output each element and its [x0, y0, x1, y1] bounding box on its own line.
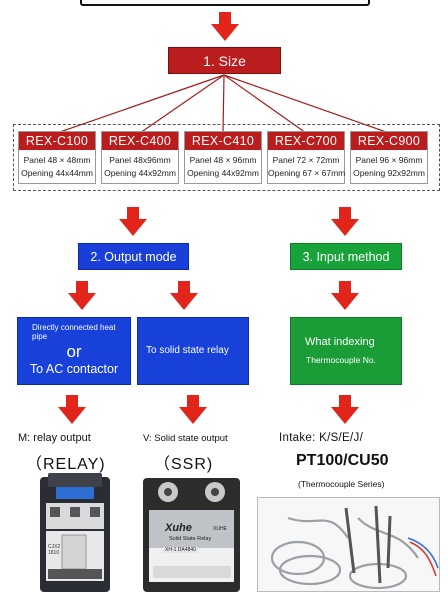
indexing-option-line2: Thermocouple No. — [306, 355, 376, 365]
arrow-to-indexing-shaft — [339, 281, 351, 294]
input-note: (Thermocouple Series) — [298, 479, 385, 489]
model-card-c100: REX-C100 Panel 48 × 48mm Opening 44x44mm — [18, 131, 96, 184]
arrow-to-output-shaft — [127, 207, 139, 220]
model-panel-size: Panel 48 × 48mm — [23, 155, 91, 165]
model-name: REX-C410 — [185, 132, 261, 150]
arrow-top-shaft — [219, 12, 231, 25]
ssr-photo-model: XH-1 DA4840 — [163, 547, 198, 553]
model-opening-size: Opening 92x92mm — [353, 168, 425, 178]
ssr-output-title: （SSR) — [154, 456, 214, 473]
model-name: REX-C700 — [268, 132, 344, 150]
connector-c410 — [222, 74, 225, 134]
relay-option-or: or — [66, 342, 82, 361]
model-panel-size: Panel 48 × 96mm — [189, 155, 257, 165]
connector-c700 — [223, 74, 307, 134]
step-input-method-box: 3. Input method — [290, 243, 402, 270]
input-caption: Intake: K/S/E/J/ — [279, 432, 364, 444]
ssr-photo: Xuhe XUHE Solid State Relay XH-1 DA4840 — [143, 478, 240, 592]
ssr-output-caption: V: Solid state output — [143, 433, 228, 444]
input-title: PT100/CU50 — [296, 452, 389, 469]
ssr-photo-type: Solid State Relay — [169, 536, 212, 542]
arrow-input-caption-head — [331, 407, 359, 424]
connector-c400 — [139, 74, 225, 134]
arrow-to-input-head — [331, 219, 359, 236]
step-output-mode-box: 2. Output mode — [78, 243, 189, 270]
arrow-to-output-head — [119, 219, 147, 236]
arrow-to-ssr-shaft — [178, 281, 190, 294]
arrow-relay-caption-shaft — [66, 395, 78, 408]
relay-output-title: （RELAY) — [26, 456, 106, 473]
arrow-input-caption-shaft — [339, 395, 351, 408]
model-opening-size: Opening 44x92mm — [187, 168, 259, 178]
model-opening-size: Opening 44x92mm — [104, 168, 176, 178]
connector-c900 — [223, 74, 390, 134]
arrow-to-relay-head — [68, 293, 96, 310]
models-container — [13, 124, 440, 191]
model-name: REX-C400 — [102, 132, 178, 150]
relay-option-line1: Directly connected heat pipe — [32, 323, 116, 341]
top-header-box — [80, 0, 370, 6]
arrow-to-ssr-head — [170, 293, 198, 310]
relay-photo-brand: CJX2 — [48, 544, 61, 550]
step-size-box: 1. Size — [168, 47, 281, 74]
arrow-ssr-caption-shaft — [187, 395, 199, 408]
ssr-option-text: To solid state relay — [146, 345, 229, 356]
connector-c100 — [56, 74, 225, 134]
size-connector-lines — [56, 74, 390, 134]
ssr-photo-brand: Xuhe — [165, 522, 192, 534]
ssr-photo-logo: XUHE — [213, 526, 227, 532]
arrow-relay-caption-head — [58, 407, 86, 424]
arrow-to-relay-shaft — [76, 281, 88, 294]
ssr-option-box: To solid state relay — [137, 317, 249, 385]
arrow-to-indexing-head — [331, 293, 359, 310]
indexing-option-line1: What indexing — [305, 336, 375, 348]
model-opening-size: Opening 44x44mm — [21, 168, 93, 178]
model-opening-size: Opening 67 × 67mm — [268, 168, 346, 178]
indexing-option-box: What indexing Thermocouple No. — [290, 317, 402, 385]
model-panel-size: Panel 72 × 72mm — [272, 155, 340, 165]
model-card-c900: REX-C900 Panel 96 × 96mm Opening 92x92mm — [350, 131, 428, 184]
relay-contactor-photo: CJX2 1810 — [34, 473, 116, 592]
relay-option-box: Directly connected heat pipe or To AC co… — [17, 317, 131, 385]
model-name: REX-C100 — [19, 132, 95, 150]
relay-photo-model: 1810 — [48, 550, 60, 556]
model-panel-size: Panel 96 × 96mm — [355, 155, 423, 165]
arrow-to-input-shaft — [339, 207, 351, 220]
arrow-ssr-caption-head — [179, 407, 207, 424]
model-name: REX-C900 — [351, 132, 427, 150]
model-panel-size: Panel 48x96mm — [109, 155, 171, 165]
model-card-c410: REX-C410 Panel 48 × 96mm Opening 44x92mm — [184, 131, 262, 184]
relay-output-caption: M: relay output — [18, 432, 91, 444]
arrow-top-head — [211, 24, 239, 41]
relay-option-line3: To AC contactor — [29, 362, 119, 376]
model-card-c700: REX-C700 Panel 72 × 72mm Opening 67 × 67… — [267, 131, 345, 184]
thermocouple-photo — [257, 497, 440, 592]
model-card-c400: REX-C400 Panel 48x96mm Opening 44x92mm — [101, 131, 179, 184]
